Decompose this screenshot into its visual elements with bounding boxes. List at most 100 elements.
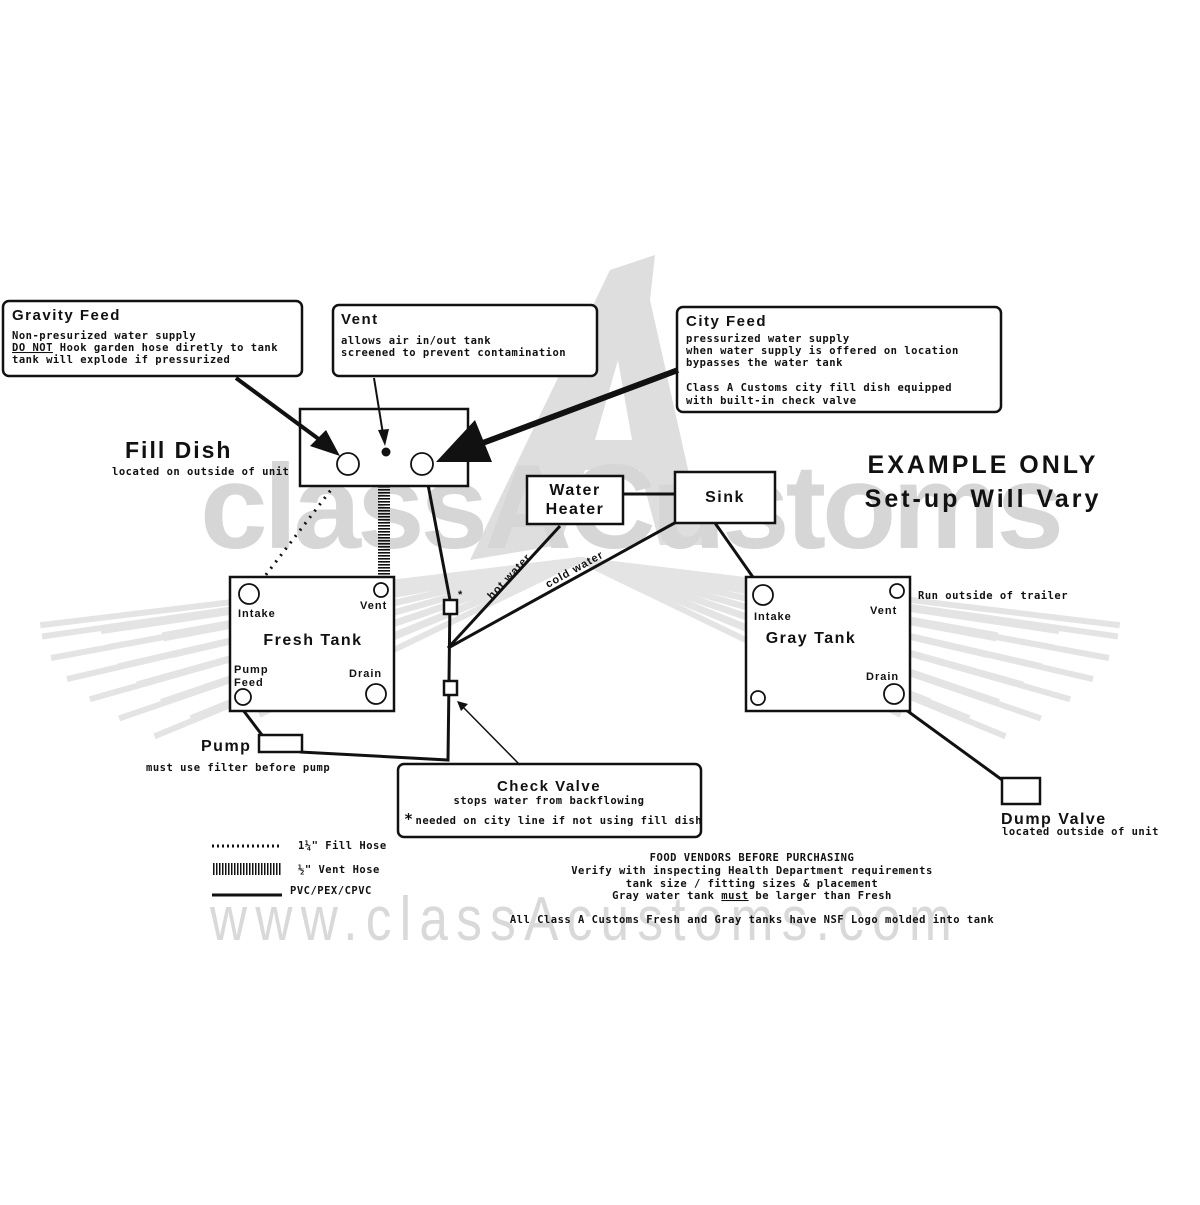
pump-box	[257, 733, 304, 754]
pump-note: must use filter before pump	[146, 762, 330, 774]
upper-check-valve	[442, 598, 459, 616]
vendor-line5: All Class A Customs Fresh and Gray tanks…	[510, 914, 995, 926]
sink: Sink	[673, 470, 777, 525]
dump-valve: Dump Valve located outside of unit	[1000, 776, 1159, 838]
fresh-pump-feed-port	[234, 688, 252, 706]
fresh-drain-port	[365, 683, 387, 705]
callout-check-valve: Check Valve stops water from backflowing…	[396, 701, 703, 839]
water-heater: Water Heater	[525, 474, 625, 526]
legend-pipe-label: PVC/PEX/CPVC	[290, 885, 372, 897]
fresh-drain-label: Drain	[349, 668, 382, 680]
vent-title: Vent	[341, 311, 379, 328]
example-line2: Set-up Will Vary	[865, 485, 1102, 513]
fresh-pump-feed-label1: Pump	[234, 664, 269, 676]
fresh-intake-label: Intake	[238, 608, 276, 620]
vendor-line1: FOOD VENDORS BEFORE PURCHASING	[650, 852, 855, 864]
fresh-vent-port	[373, 582, 389, 598]
city-feed-box	[675, 305, 1003, 414]
example-note: EXAMPLE ONLY Set-up Will Vary	[865, 451, 1102, 513]
check-valve-arrowhead	[457, 701, 468, 711]
gray-tank-title: Gray Tank	[766, 630, 857, 647]
vent-line2: screened to prevent contamination	[341, 347, 566, 359]
dump-valve-box	[1000, 776, 1042, 806]
gray-tank: Intake Vent Gray Tank Drain Run outside …	[744, 575, 1068, 713]
gravity-feed-line3: tank will explode if pressurized	[12, 354, 230, 366]
fill-dish-subtitle: located on outside of unit	[112, 466, 289, 478]
vent-arrow	[373, 377, 384, 435]
water-heater-line2: Heater	[546, 501, 605, 518]
dump-valve-note: located outside of unit	[1002, 826, 1159, 838]
example-line1: EXAMPLE ONLY	[868, 451, 1099, 479]
gravity-feed-arrowhead	[310, 430, 340, 456]
gravity-feed-line1: Non-presurized water supply	[12, 330, 196, 342]
check-valve-line1: stops water from backflowing	[453, 795, 644, 807]
valves: *	[442, 589, 463, 697]
hot-water-line	[446, 524, 562, 650]
gravity-feed-box	[1, 299, 304, 378]
vent-box	[331, 303, 599, 378]
sink-label: Sink	[705, 489, 745, 506]
legend-vent-hose-swatch	[212, 863, 282, 875]
water-heater-line1: Water	[549, 482, 600, 499]
check-valve-line2: *needed on city line if not using fill d…	[404, 810, 702, 828]
callout-gravity-feed: Gravity Feed Non-presurized water supply…	[1, 299, 340, 456]
valve-star: *	[458, 589, 463, 601]
pump-label: Pump	[201, 738, 251, 755]
fresh-vent-label: Vent	[360, 600, 387, 612]
callout-city-feed: City Feed pressurized water supply when …	[436, 305, 1003, 462]
fresh-tank-title: Fresh Tank	[263, 632, 362, 649]
lower-check-valve	[442, 679, 459, 697]
check-valve-box	[396, 762, 703, 839]
city-feed-line1: pressurized water supply	[686, 333, 850, 345]
fill-dish-title: Fill Dish	[125, 437, 232, 463]
fresh-intake-port	[238, 583, 260, 605]
vent-line1: allows air in/out tank	[341, 335, 491, 347]
callout-vent: Vent allows air in/out tank screened to …	[331, 303, 599, 446]
fill-dish-city-port	[410, 452, 434, 476]
gray-aux-port	[750, 690, 766, 706]
city-feed-line5: with built-in check valve	[686, 395, 857, 407]
city-feed-line4: Class A Customs city fill dish equipped	[686, 382, 952, 394]
vendor-line3: tank size / fitting sizes & placement	[626, 878, 878, 890]
gray-drain-line	[901, 705, 1006, 784]
dump-valve-label: Dump Valve	[1001, 811, 1107, 828]
pump-feed-line	[241, 709, 264, 736]
water-heater-box	[525, 474, 625, 526]
gray-intake-port	[752, 584, 774, 606]
vendor-note: FOOD VENDORS BEFORE PURCHASING Verify wi…	[510, 852, 995, 926]
city-feed-arrowhead	[436, 420, 492, 462]
legend-vent-hose-label: ½" Vent Hose	[298, 864, 380, 876]
pump: Pump must use filter before pump	[146, 733, 330, 774]
vent-arrowhead	[378, 429, 389, 446]
fresh-pump-feed-label2: Feed	[234, 677, 264, 689]
city-feed-line2: when water supply is offered on location	[686, 345, 959, 357]
vendor-line4: Gray water tank must be larger than Fres…	[612, 890, 892, 902]
gray-vent-label: Vent	[870, 605, 897, 617]
fresh-tank: Intake Vent Fresh Tank Pump Feed Drain	[228, 575, 396, 713]
watermark-url: www.classAcustoms.com	[209, 885, 960, 954]
check-valve-arrow	[461, 705, 521, 766]
gravity-feed-title: Gravity Feed	[12, 307, 121, 324]
gray-vent-note: Run outside of trailer	[918, 590, 1068, 602]
gray-vent-port	[889, 583, 905, 599]
fill-dish-vent-port	[381, 447, 391, 457]
check-valve-title: Check Valve	[497, 778, 601, 795]
watermark-rays	[39, 557, 1121, 740]
vendor-line2: Verify with inspecting Health Department…	[571, 865, 933, 877]
fill-dish-gravity-port	[336, 452, 360, 476]
gray-drain-label: Drain	[866, 671, 899, 683]
legend-fill-hose-label: 1¼" Fill Hose	[298, 840, 387, 852]
gray-intake-label: Intake	[754, 611, 792, 623]
gray-drain-port	[883, 683, 905, 705]
legend: 1¼" Fill Hose ½" Vent Hose PVC/PEX/CPVC	[212, 840, 387, 897]
cold-water-line	[447, 518, 681, 650]
gravity-feed-arrow	[234, 376, 322, 442]
gravity-feed-line2: DO NOT Hook garden hose diretly to tank	[12, 342, 278, 354]
city-feed-line3: bypasses the water tank	[686, 357, 843, 369]
city-feed-title: City Feed	[686, 313, 767, 330]
city-feed-arrow	[478, 367, 680, 447]
gray-tank-box	[744, 575, 912, 713]
sink-box	[673, 470, 777, 525]
